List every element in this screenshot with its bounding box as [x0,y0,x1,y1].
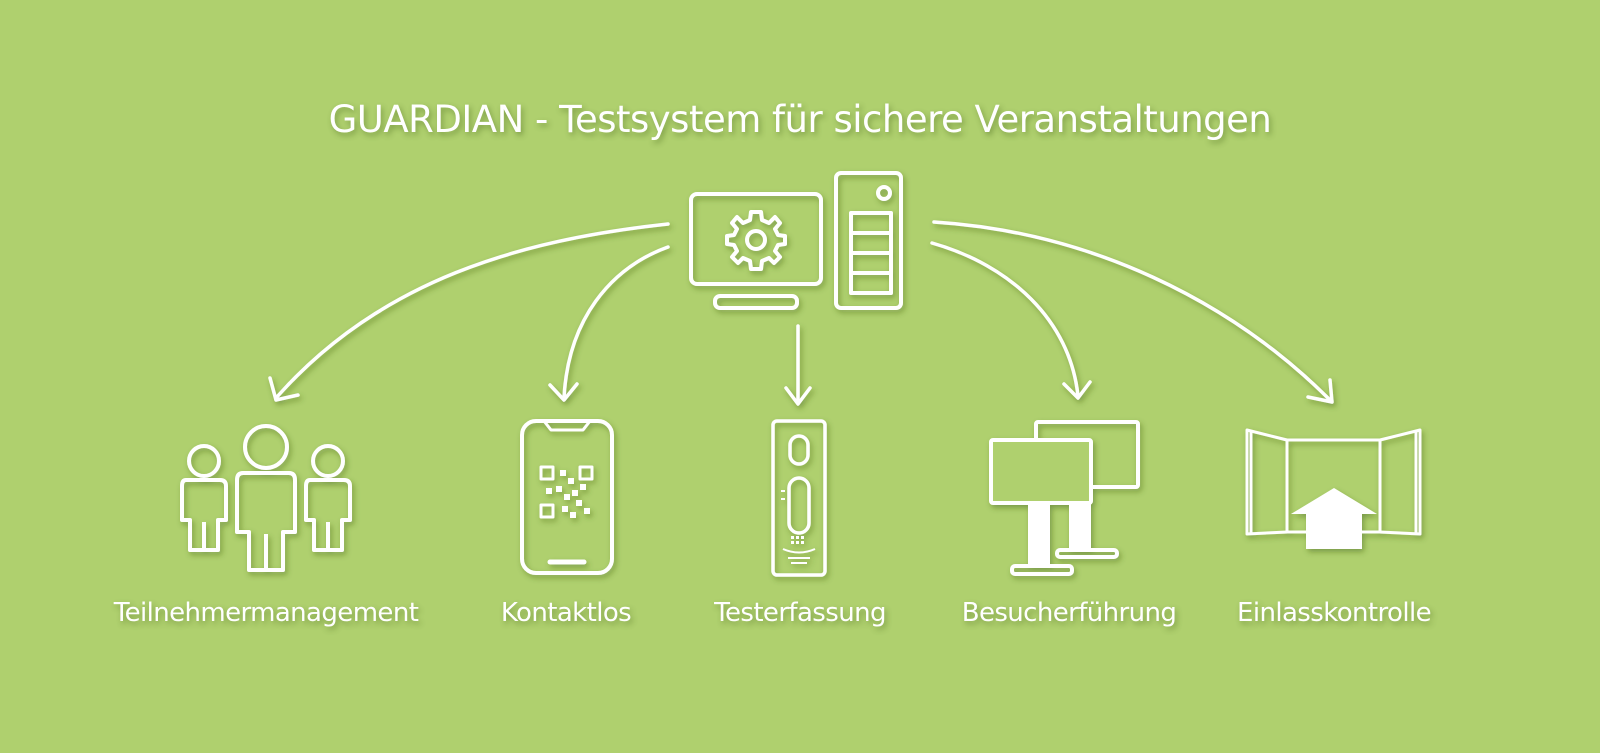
arrow-to-besucherfuehrung [930,241,1080,398]
smartphone-qr-icon [520,419,614,575]
people-group-icon [180,424,352,572]
covid-test-cassette-icon [771,419,827,577]
arrowhead-teilnehmermanagement [268,376,300,402]
label-testerfassung: Testerfassung [714,598,886,628]
arrowhead-besucherfuehrung [1062,380,1092,400]
monitor-gear-icon [689,192,823,310]
display-screens-icon [989,420,1140,576]
arrowhead-kontaktlos [548,382,579,402]
label-teilnehmermanagement: Teilnehmermanagement [113,598,419,628]
entrance-gate-icon [1245,428,1422,549]
arrowhead-einlasskontrolle [1306,378,1334,404]
label-besucherfuehrung: Besucherführung [961,598,1177,628]
connector-arrows [268,220,1334,406]
label-kontaktlos: Kontaktlos [500,598,632,628]
arrow-to-kontaktlos [562,245,670,400]
arrow-to-teilnehmermanagement [274,222,670,400]
arrowhead-testerfassung [784,386,812,406]
server-tower-icon [834,171,903,310]
diagram-title: GUARDIAN - Testsystem für sichere Verans… [328,98,1272,141]
label-einlasskontrolle: Einlasskontrolle [1237,598,1432,628]
arrow-to-einlasskontrolle [932,220,1332,402]
